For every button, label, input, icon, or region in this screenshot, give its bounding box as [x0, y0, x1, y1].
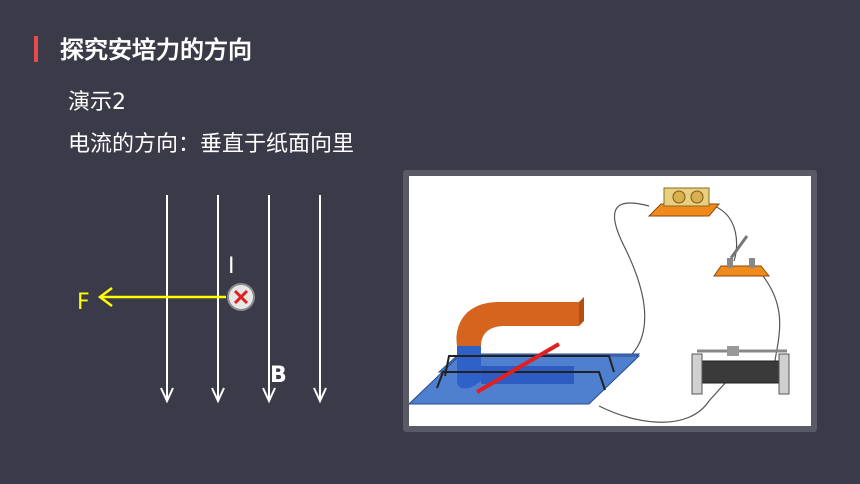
force-label: F [77, 290, 90, 315]
field-label: B [270, 363, 287, 388]
slide-title: 探究安培力的方向 [60, 36, 252, 64]
apparatus-image [407, 176, 811, 426]
current-into-page-symbol [227, 283, 255, 311]
metal-rails [436, 355, 615, 391]
field-line [313, 195, 327, 404]
connecting-wires [598, 202, 781, 423]
apparatus-illustration [407, 187, 790, 423]
rheostat [691, 346, 790, 395]
field-line [262, 195, 276, 404]
demo-label: 演示2 [68, 90, 126, 115]
battery-holder [647, 187, 721, 217]
current-direction-text: 电流的方向：垂直于纸面向里 [68, 132, 355, 157]
conductor-rod [475, 342, 561, 394]
horseshoe-magnet [456, 297, 584, 389]
force-arrow [97, 287, 226, 307]
apparatus-image-frame [403, 170, 817, 432]
field-force-diagram: F I B [77, 195, 327, 404]
knife-switch [713, 235, 771, 277]
title-accent-bar [34, 36, 38, 62]
current-label: I [228, 254, 235, 279]
